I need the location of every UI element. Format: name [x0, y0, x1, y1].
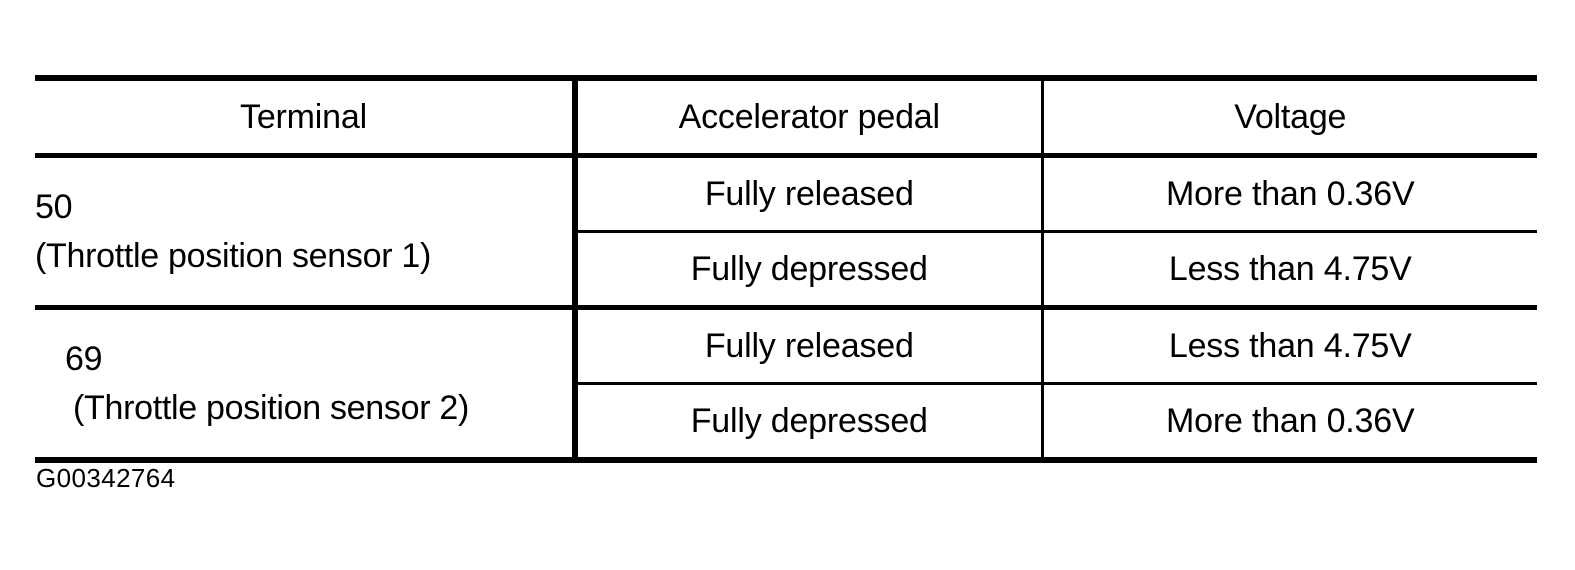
- pedal-state-cell: Fully released: [572, 155, 1042, 233]
- column-header-terminal: Terminal: [35, 75, 575, 158]
- voltage-value-cell: Less than 4.75V: [1040, 307, 1537, 385]
- terminal-name: (Throttle position sensor 1): [35, 236, 431, 275]
- table-body: 50 (Throttle position sensor 1) Fully re…: [35, 155, 1537, 463]
- column-header-voltage: Voltage: [1040, 75, 1537, 158]
- table-row: Fully depressed Less than 4.75V: [35, 231, 1537, 310]
- terminal-cell-69: 69 (Throttle position sensor 2): [35, 307, 575, 463]
- pedal-state-cell: Fully depressed: [572, 383, 1042, 463]
- terminal-number: 50: [35, 188, 73, 227]
- voltage-value-cell: More than 0.36V: [1040, 155, 1537, 233]
- throttle-voltage-table: Terminal Accelerator pedal Voltage 50 (T…: [35, 75, 1537, 463]
- terminal-name: (Throttle position sensor 2): [73, 388, 469, 427]
- pedal-state-cell: Fully released: [572, 307, 1042, 385]
- terminal-number: 69: [65, 340, 103, 379]
- table-row: 69 (Throttle position sensor 2) Fully re…: [35, 307, 1537, 463]
- table-row: 50 (Throttle position sensor 1) Fully re…: [35, 155, 1537, 310]
- pedal-state-cell: Fully depressed: [572, 231, 1042, 310]
- table-row: Fully depressed More than 0.36V: [35, 383, 1537, 463]
- figure-caption: G00342764: [36, 463, 176, 493]
- table-header: Terminal Accelerator pedal Voltage: [35, 75, 1537, 158]
- terminal-cell-50: 50 (Throttle position sensor 1): [35, 155, 575, 310]
- voltage-value-cell: Less than 4.75V: [1040, 231, 1537, 310]
- column-header-accelerator-pedal: Accelerator pedal: [572, 75, 1042, 158]
- header-row: Terminal Accelerator pedal Voltage: [35, 75, 1537, 158]
- voltage-value-cell: More than 0.36V: [1040, 383, 1537, 463]
